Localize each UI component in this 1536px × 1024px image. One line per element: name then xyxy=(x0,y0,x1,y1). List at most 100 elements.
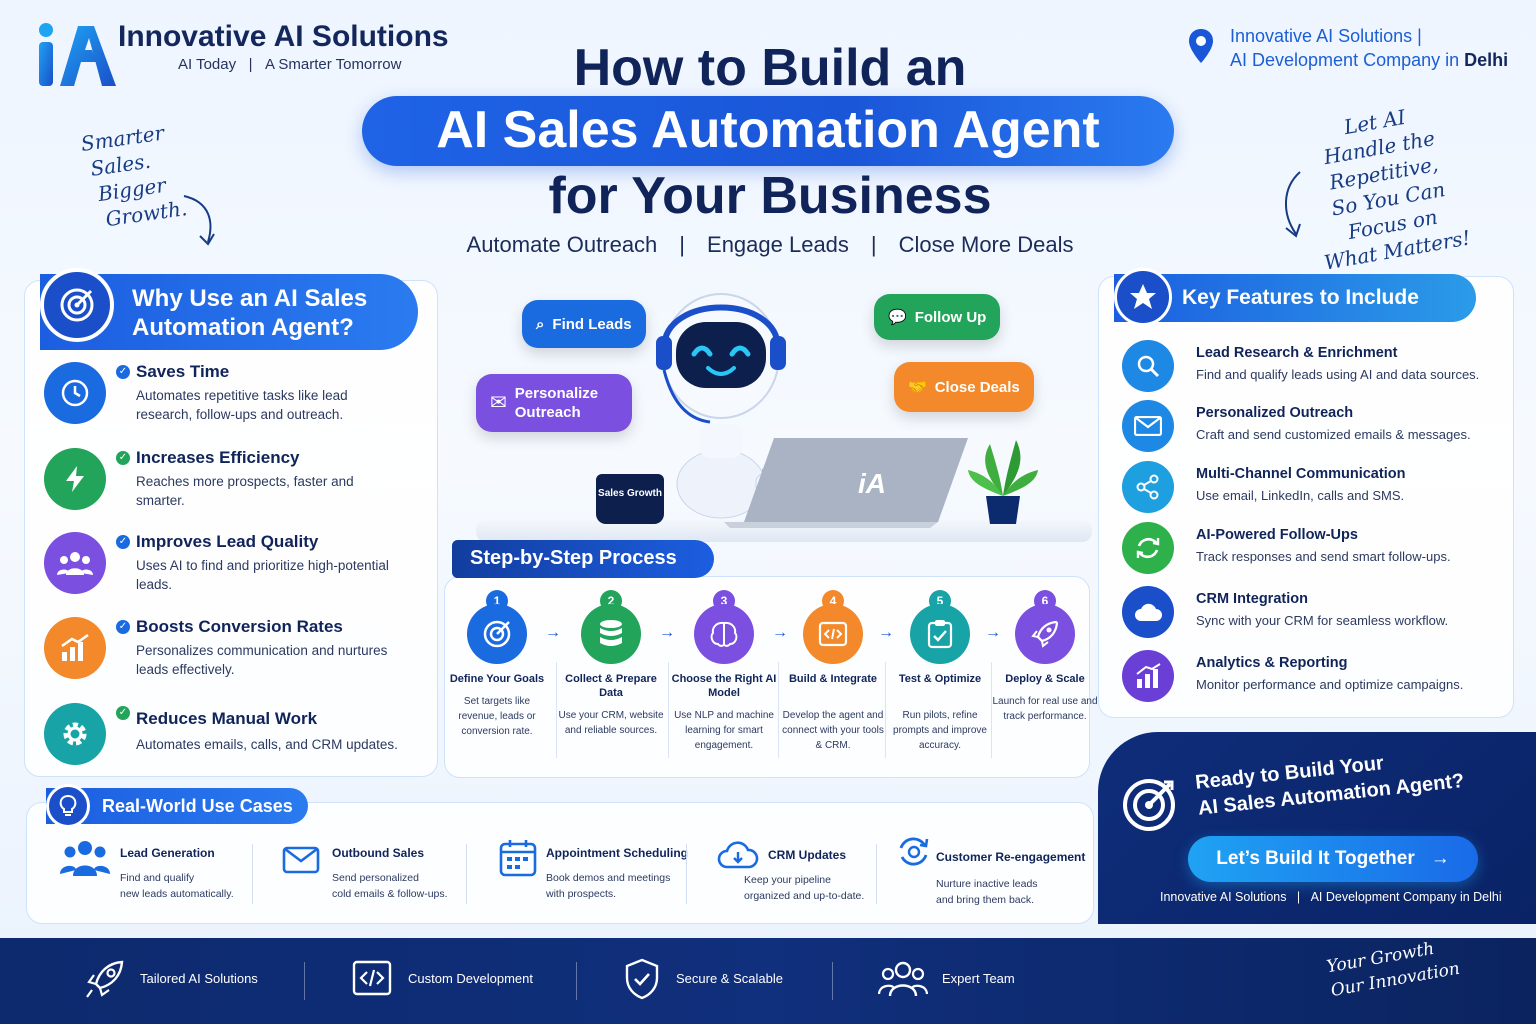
footer-item-label: Tailored AI Solutions xyxy=(140,971,258,986)
search-icon: ⌕ xyxy=(536,315,545,333)
steps-panel xyxy=(444,576,1090,778)
key-features-title: Key Features to Include xyxy=(1182,286,1419,309)
divider xyxy=(668,662,669,758)
feature-item: Personalized Outreach Craft and send cus… xyxy=(1120,400,1500,456)
arrow-right-icon: → xyxy=(985,624,1001,641)
footer-item-label: Secure & Scalable xyxy=(676,971,783,986)
feature-item: Analytics & Reporting Monitor performanc… xyxy=(1120,650,1500,706)
why-item-title: Improves Lead Quality xyxy=(136,532,319,551)
chart-up-icon xyxy=(44,617,106,679)
title-highlight xyxy=(362,96,1174,166)
bar-chart-icon xyxy=(1122,650,1174,702)
step-title: Deploy & Scale xyxy=(1005,673,1085,685)
check-icon: ✓ xyxy=(116,451,130,465)
feature-title: Lead Research & Enrichment xyxy=(1196,345,1398,361)
feature-title: AI-Powered Follow-Ups xyxy=(1196,527,1358,543)
divider xyxy=(832,962,833,1000)
target-icon xyxy=(1123,779,1175,831)
why-item-title: Increases Efficiency xyxy=(136,448,300,467)
feature-title: Personalized Outreach xyxy=(1196,405,1354,421)
chat-icon: 💬 xyxy=(888,309,907,326)
footer-item-label: Expert Team xyxy=(942,971,1015,986)
follow-up-bubble: 💬Follow Up xyxy=(874,294,1001,340)
arrow-right-icon: → xyxy=(545,624,561,641)
location-pin-icon xyxy=(1189,29,1213,63)
location-info: Innovative AI Solutions | AI Development… xyxy=(1230,26,1509,70)
why-item: ✓ Boosts Conversion Rates Personalizes c… xyxy=(44,617,424,687)
feature-title: Multi-Channel Communication xyxy=(1196,466,1406,482)
desk xyxy=(476,520,1092,542)
divider xyxy=(876,844,877,904)
feature-title: Analytics & Reporting xyxy=(1196,655,1348,671)
use-cases-title: Real-World Use Cases xyxy=(102,796,293,816)
divider xyxy=(252,844,253,904)
step-desc: Set targets like revenue, leads or conve… xyxy=(458,696,536,737)
step-desc: Use NLP and machine learning for smart e… xyxy=(674,710,774,751)
rocket-icon xyxy=(86,960,124,998)
target-icon xyxy=(467,604,527,664)
key-features-header xyxy=(1114,274,1476,322)
close-deals-bubble: 🤝Close Deals xyxy=(894,362,1034,412)
step-title: Test & Optimize xyxy=(898,673,982,685)
code-icon xyxy=(803,604,863,664)
users-icon xyxy=(44,532,106,594)
feature-item: AI-Powered Follow-Ups Track responses an… xyxy=(1120,522,1500,578)
curved-arrow-icon xyxy=(183,195,215,246)
mug-illustration: Sales Growth xyxy=(596,474,664,524)
cta-panel xyxy=(1098,732,1536,924)
arrow-right-icon: → xyxy=(659,624,675,641)
arrow-right-icon: → xyxy=(772,624,788,641)
shield-check-icon xyxy=(625,958,659,1000)
database-icon xyxy=(581,604,641,664)
team-icon xyxy=(878,961,928,997)
title-line-3: for Your Business xyxy=(548,167,992,225)
check-icon: ✓ xyxy=(116,365,130,379)
feature-title: CRM Integration xyxy=(1196,591,1308,607)
divider xyxy=(885,662,886,758)
feature-desc: Track responses and send smart follow-up… xyxy=(1196,549,1451,564)
step-desc: Launch for real use and track performanc… xyxy=(992,696,1098,722)
why-item-desc: Automates repetitive tasks like lead res… xyxy=(136,388,348,422)
laptop-logo: iA xyxy=(858,468,886,499)
refresh-icon xyxy=(1122,522,1174,574)
divider xyxy=(686,844,687,904)
laptop-illustration xyxy=(724,438,968,528)
calendar-icon xyxy=(499,840,537,877)
why-item: ✓ Saves Time Automates repetitive tasks … xyxy=(44,362,424,432)
subtitle: Automate Outreach|Engage Leads|Close Mor… xyxy=(466,232,1074,257)
lets-build-button[interactable]: Let’s Build It Together→ xyxy=(1188,836,1478,882)
users-icon xyxy=(60,841,110,876)
feature-desc: Craft and send customized emails & messa… xyxy=(1196,427,1471,442)
lightning-icon xyxy=(44,448,106,510)
title-line-1: How to Build an xyxy=(573,39,967,97)
use-case-title: Lead Generation xyxy=(120,846,215,860)
step-title: Choose the Right AI Model xyxy=(671,673,777,699)
step-title: Define Your Goals xyxy=(449,673,545,685)
clock-icon xyxy=(44,362,106,424)
footer-item-label: Custom Development xyxy=(408,971,533,986)
brand-tagline: AI Today | A Smarter Tomorrow xyxy=(178,56,402,73)
footer-bar xyxy=(0,938,1536,1024)
use-case-title: Appointment Scheduling xyxy=(546,846,688,860)
feature-desc: Use email, LinkedIn, calls and SMS. xyxy=(1196,488,1405,503)
gear-icon xyxy=(44,703,106,765)
arrow-right-icon: → xyxy=(1430,848,1450,869)
mail-icon: ✉ xyxy=(490,391,507,414)
checklist-icon xyxy=(910,604,970,664)
feature-item: Lead Research & Enrichment Find and qual… xyxy=(1120,340,1500,396)
why-item-title: Reduces Manual Work xyxy=(136,709,318,728)
mail-icon xyxy=(282,846,320,874)
lightbulb-icon xyxy=(46,784,90,828)
step-title: Collect & Prepare Data xyxy=(565,673,657,699)
find-leads-bubble: ⌕Find Leads xyxy=(522,300,646,348)
cloud-icon xyxy=(1122,586,1174,638)
brand-logo xyxy=(39,23,116,86)
brain-icon xyxy=(694,604,754,664)
step-title: Build & Integrate xyxy=(788,673,877,685)
